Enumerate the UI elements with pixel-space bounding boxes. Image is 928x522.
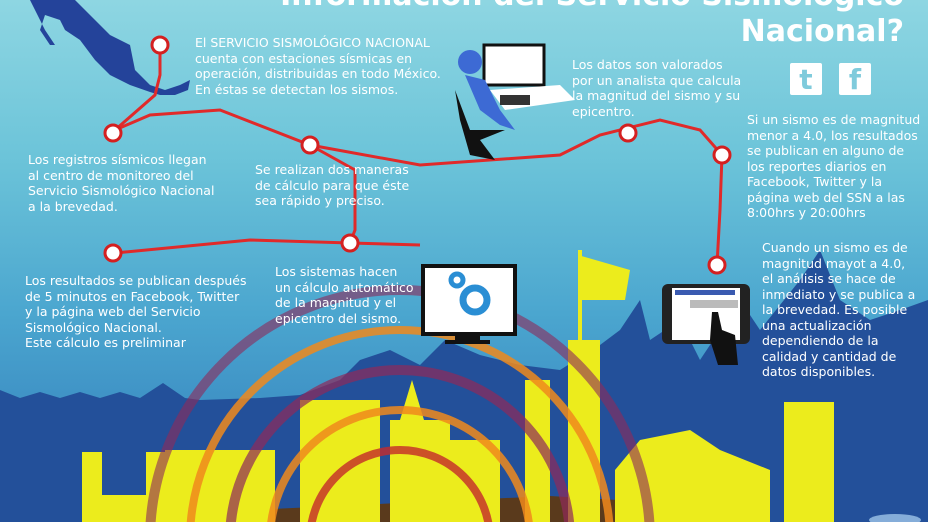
tablet-illustration (662, 284, 750, 365)
twitter-icon: t (790, 63, 822, 96)
path-nodes (103, 35, 732, 275)
analyst-illustration (455, 43, 575, 160)
seismic-waves (145, 285, 655, 522)
facebook-icon: f (839, 63, 871, 96)
page-title: Información del Servicio Sismológico Nac… (280, 0, 904, 49)
unam-logo (869, 514, 921, 522)
computer-gears-illustration (421, 264, 517, 344)
mexico-map (30, 0, 190, 95)
process-path (114, 45, 724, 266)
